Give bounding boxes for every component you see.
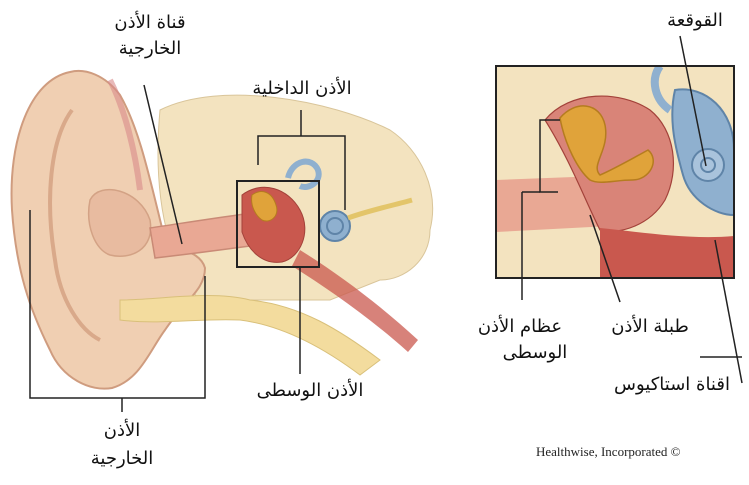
- label-middle-ear: الأذن الوسطى: [257, 379, 364, 401]
- label-eustachian-tube: اقناة استاكيوس: [614, 374, 730, 395]
- label-ear-canal-line2: الخارجية: [119, 38, 182, 59]
- label-outer-ear-line1: الأذن: [104, 419, 141, 441]
- label-eardrum: طبلة الأذن: [611, 315, 689, 337]
- inset-illustration: [496, 66, 734, 278]
- label-inner-ear: الأذن الداخلية: [252, 77, 351, 99]
- copyright-notice: Healthwise, Incorporated ©: [536, 444, 681, 460]
- cochlea-small: [320, 211, 350, 241]
- outer-ear-illustration: [12, 71, 433, 389]
- label-ossicles-line2: الوسطى: [503, 342, 568, 363]
- label-ear-canal-line1: قناة الأذن: [114, 11, 185, 33]
- label-cochlea: القوقعة: [667, 10, 723, 31]
- label-ossicles-line1: عظام الأذن: [478, 315, 562, 337]
- label-outer-ear-line2: الخارجية: [91, 448, 154, 469]
